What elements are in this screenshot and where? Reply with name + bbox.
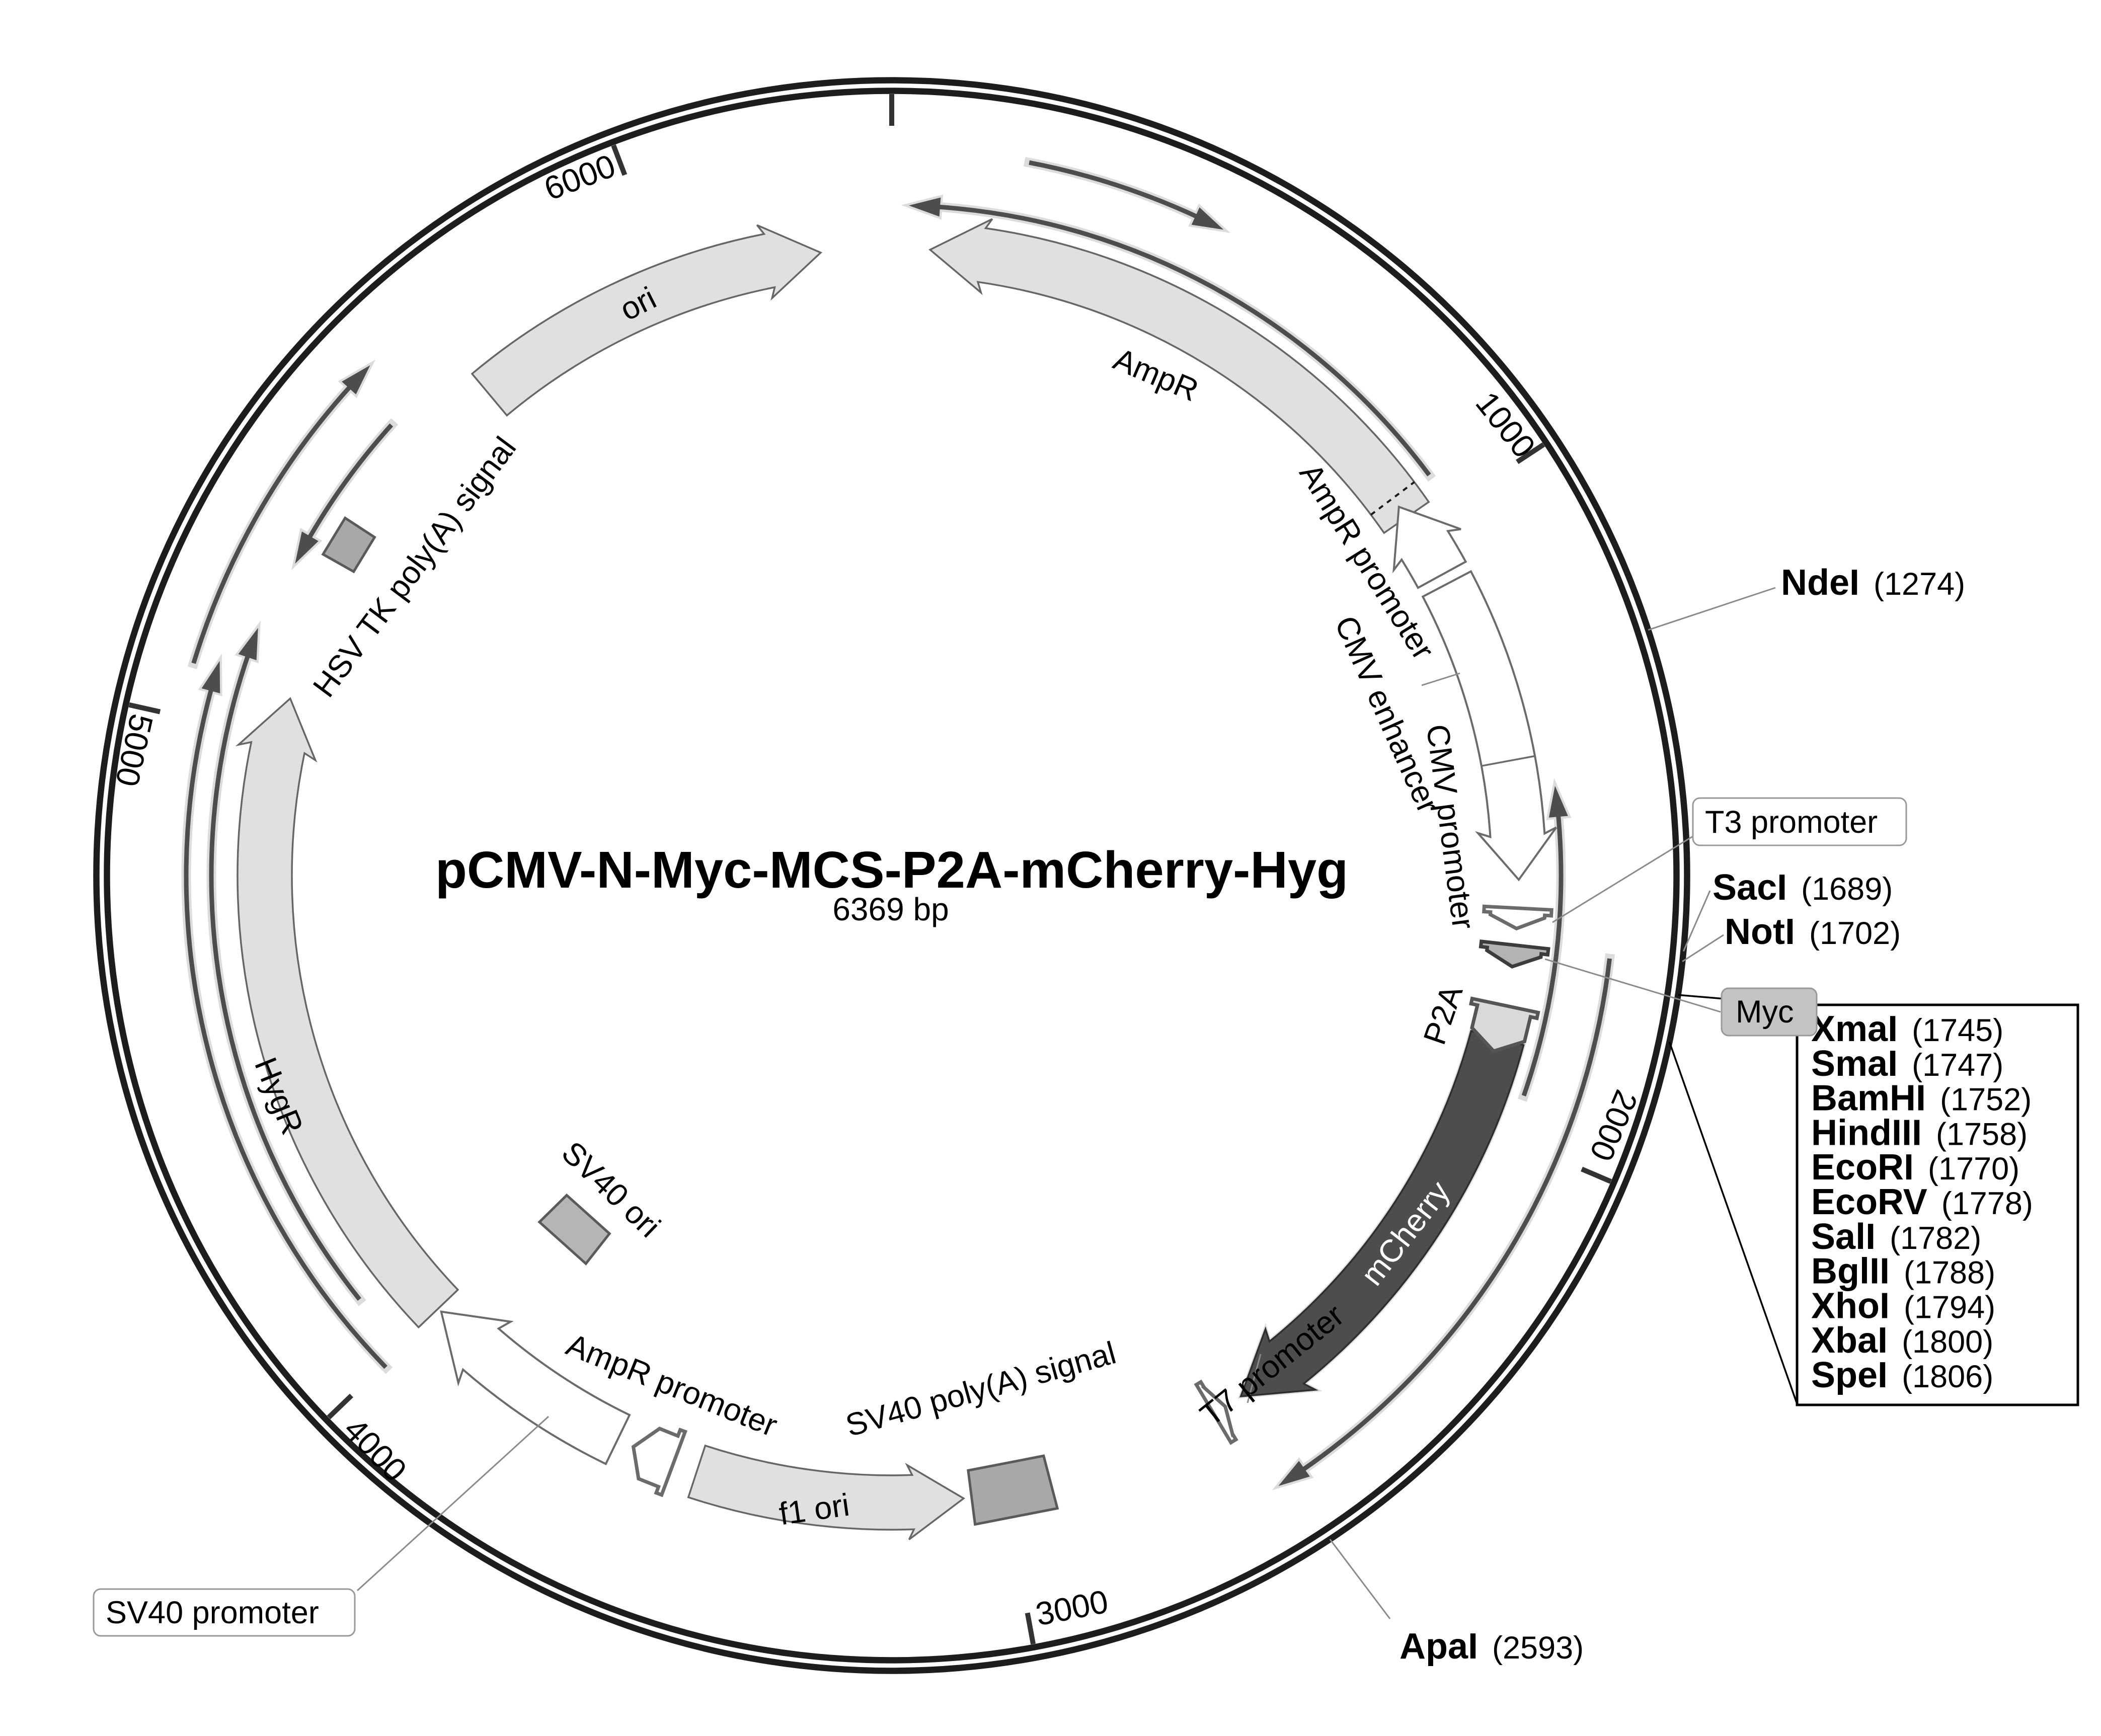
svg-text:EcoRI(1770): EcoRI(1770) xyxy=(1811,1147,2019,1188)
svg-text:HindIII(1758): HindIII(1758) xyxy=(1811,1113,2028,1153)
svg-text:BamHI(1752): BamHI(1752) xyxy=(1811,1078,2032,1119)
svg-text:XhoI(1794): XhoI(1794) xyxy=(1811,1286,1995,1326)
svg-text:SacI(1689): SacI(1689) xyxy=(1713,867,1893,908)
svg-text:SmaI(1747): SmaI(1747) xyxy=(1811,1044,2003,1084)
svg-text:SV40 promoter: SV40 promoter xyxy=(106,1595,319,1630)
svg-text:EcoRV(1778): EcoRV(1778) xyxy=(1811,1182,2033,1222)
svg-text:SalI(1782): SalI(1782) xyxy=(1811,1217,1981,1257)
svg-text:6369 bp: 6369 bp xyxy=(832,891,949,927)
svg-text:Myc: Myc xyxy=(1736,994,1794,1030)
svg-text:pCMV-N-Myc-MCS-P2A-mCherry-Hyg: pCMV-N-Myc-MCS-P2A-mCherry-Hyg xyxy=(435,841,1348,899)
svg-text:ApaI(2593): ApaI(2593) xyxy=(1399,1626,1584,1667)
svg-text:XmaI(1745): XmaI(1745) xyxy=(1811,1009,2003,1049)
svg-text:XbaI(1800): XbaI(1800) xyxy=(1811,1320,1993,1361)
svg-text:NotI(1702): NotI(1702) xyxy=(1725,912,1901,952)
svg-text:BglII(1788): BglII(1788) xyxy=(1811,1251,1995,1292)
svg-text:SpeI(1806): SpeI(1806) xyxy=(1811,1355,1993,1395)
svg-text:T3 promoter: T3 promoter xyxy=(1705,805,1878,840)
svg-text:NdeI(1274): NdeI(1274) xyxy=(1781,563,1965,603)
